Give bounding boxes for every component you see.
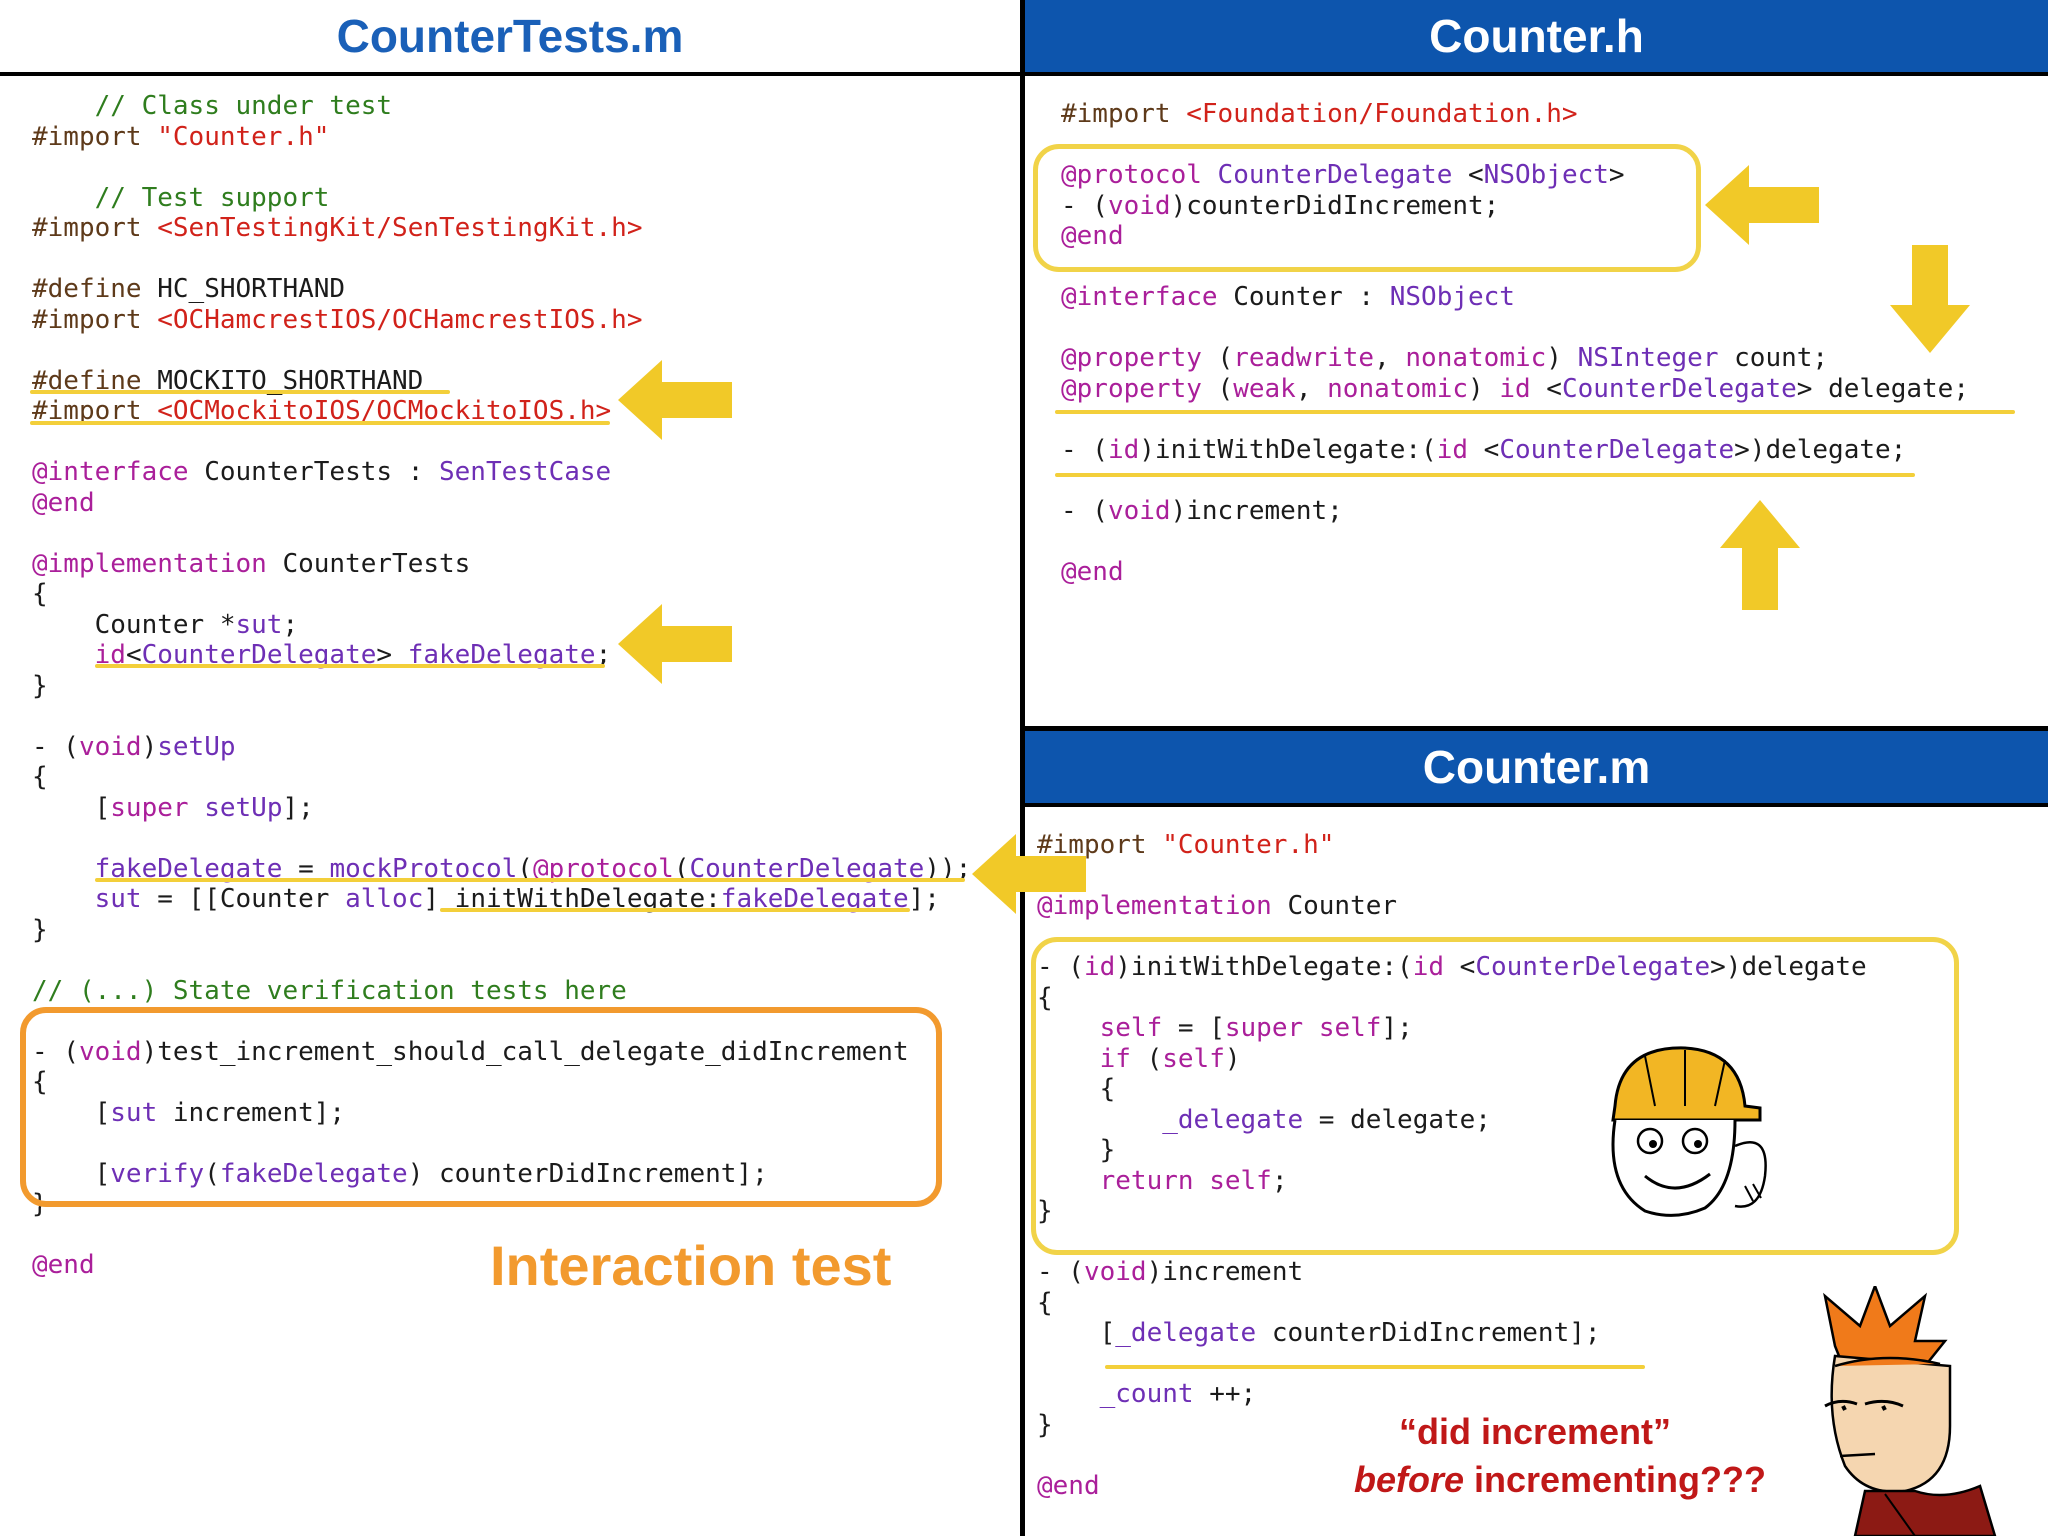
incrementing-word: incrementing??? bbox=[1464, 1459, 1767, 1500]
counter-h-code: #import <Foundation/Foundation.h> @proto… bbox=[1061, 99, 1969, 587]
code-line: #import <SenTestingKit/SenTestingKit.h> bbox=[32, 213, 643, 243]
code-line: @end bbox=[32, 1250, 95, 1280]
code-line: [sut increment]; bbox=[32, 1097, 346, 1128]
code-line: @property (weak, nonatomic) id <CounterD… bbox=[1061, 373, 1969, 404]
code-line bbox=[32, 244, 971, 275]
highlight-underline bbox=[1055, 410, 2015, 414]
code-line bbox=[32, 427, 971, 458]
code-line: } bbox=[1037, 1409, 1053, 1440]
code-line bbox=[32, 152, 971, 183]
highlight-underline bbox=[30, 390, 450, 394]
code-line: #define HC_SHORTHAND bbox=[32, 274, 346, 304]
code-line bbox=[1037, 861, 1867, 892]
code-line: { bbox=[32, 1067, 48, 1097]
code-line bbox=[1061, 465, 1969, 496]
counter-h-panel: Counter.h #import <Foundation/Foundation… bbox=[1025, 0, 2048, 726]
counter-h-title: Counter.h bbox=[1025, 0, 2048, 76]
arrow-down-icon bbox=[1890, 245, 1970, 353]
code-line: - (void)counterDidIncrement; bbox=[1061, 190, 1500, 221]
code-line bbox=[32, 701, 971, 732]
code-line: #import "Counter.h" bbox=[32, 121, 330, 152]
code-line bbox=[32, 335, 971, 366]
counter-m-title: Counter.m bbox=[1025, 731, 2048, 807]
code-line: } bbox=[32, 914, 48, 945]
code-line: { bbox=[1037, 1287, 1053, 1318]
counter-m-panel: Counter.m #import "Counter.h" @implement… bbox=[1025, 731, 2048, 1536]
code-line: { bbox=[1037, 1074, 1116, 1104]
code-line bbox=[1061, 313, 1969, 344]
init-highlight-box bbox=[1031, 937, 1959, 1255]
highlight-underline bbox=[95, 664, 605, 668]
code-line: @end bbox=[1061, 556, 1124, 587]
code-line: #import <Foundation/Foundation.h> bbox=[1061, 99, 1578, 129]
code-line: @implementation CounterTests bbox=[32, 548, 471, 579]
code-line: @interface CounterTests : SenTestCase bbox=[32, 457, 612, 487]
fry-squint-icon bbox=[1823, 1286, 1997, 1536]
code-line: #import "Counter.h" bbox=[1037, 830, 1335, 860]
code-line: #import <OCHamcrestIOS/OCHamcrestIOS.h> bbox=[32, 304, 643, 335]
code-line: @end bbox=[1037, 1470, 1100, 1501]
code-line: - (void)test_increment_should_call_deleg… bbox=[32, 1036, 909, 1067]
before-incrementing-caption: before incrementing??? bbox=[1325, 1459, 1795, 1501]
code-line: - (void)increment bbox=[1037, 1257, 1304, 1287]
code-line: [verify(fakeDelegate) counterDidIncremen… bbox=[32, 1158, 768, 1189]
highlight-underline bbox=[30, 421, 610, 425]
rage-face-helmet-icon bbox=[1611, 1046, 1767, 1217]
code-line bbox=[32, 823, 971, 854]
highlight-underline bbox=[95, 878, 965, 882]
code-line: - (id)initWithDelegate:(id <CounterDeleg… bbox=[1061, 434, 1907, 465]
code-line: @interface Counter : NSObject bbox=[1061, 282, 1515, 312]
did-increment-caption: “did increment” bbox=[1325, 1411, 1745, 1453]
interaction-test-box bbox=[20, 1007, 942, 1207]
code-line: } bbox=[32, 670, 48, 701]
code-line: // Class under test bbox=[94, 91, 393, 121]
code-line: { bbox=[32, 762, 48, 792]
highlight-underline bbox=[1055, 473, 1915, 477]
code-line: Counter *sut; bbox=[32, 609, 299, 640]
code-line: @property (readwrite, nonatomic) NSInteg… bbox=[1061, 343, 1829, 373]
code-line: } bbox=[1037, 1135, 1116, 1165]
arrow-left-icon bbox=[1705, 165, 1819, 245]
code-line: } bbox=[1037, 1196, 1053, 1226]
code-line bbox=[32, 518, 971, 549]
code-line: - (id)initWithDelegate:(id <CounterDeleg… bbox=[1037, 952, 1867, 982]
code-line: self = [super self]; bbox=[1099, 1013, 1413, 1043]
protocol-highlight-box bbox=[1033, 144, 1701, 272]
before-italic-word: before bbox=[1353, 1459, 1464, 1500]
code-line: @implementation Counter bbox=[1037, 891, 1398, 921]
vertical-divider bbox=[1020, 0, 1025, 1536]
code-line bbox=[32, 945, 971, 976]
highlight-underline bbox=[440, 908, 910, 912]
code-line: // (...) State verification tests here bbox=[32, 975, 627, 1006]
arrow-left-icon bbox=[618, 360, 732, 440]
horizontal-divider bbox=[1022, 726, 2048, 731]
code-line bbox=[1061, 526, 1969, 557]
interaction-test-caption: Interaction test bbox=[490, 1234, 892, 1297]
code-line: @end bbox=[32, 487, 95, 518]
code-line: @end bbox=[1061, 221, 1124, 251]
code-line: - (void)setUp bbox=[32, 731, 236, 762]
arrow-left-icon bbox=[972, 834, 1086, 914]
code-line bbox=[1037, 1349, 1867, 1380]
code-line: - (void)increment; bbox=[1061, 495, 1343, 526]
did-increment-quote: “did increment” bbox=[1398, 1411, 1672, 1452]
code-line: { bbox=[1037, 982, 1053, 1013]
code-line: @protocol CounterDelegate <NSObject> bbox=[1061, 160, 1625, 190]
code-line: [_delegate counterDidIncrement]; bbox=[1037, 1318, 1601, 1348]
countertests-panel: CounterTests.m // Class under test#impor… bbox=[0, 0, 1020, 1536]
code-line: if (self) bbox=[1099, 1043, 1241, 1074]
arrow-up-icon bbox=[1720, 500, 1800, 610]
arrow-left-icon bbox=[618, 604, 732, 684]
code-line: // Test support bbox=[94, 182, 330, 213]
counter-m-code: #import "Counter.h" @implementation Coun… bbox=[1037, 830, 1867, 1501]
code-line: _count ++; bbox=[1099, 1379, 1257, 1409]
code-line: return self; bbox=[1099, 1165, 1288, 1196]
countertests-title: CounterTests.m bbox=[0, 0, 1020, 76]
code-line: { bbox=[32, 579, 48, 609]
code-line bbox=[1061, 404, 1969, 435]
code-line: _delegate = delegate; bbox=[1162, 1104, 1491, 1135]
highlight-underline bbox=[1105, 1365, 1645, 1369]
code-line: [super setUp]; bbox=[32, 792, 314, 823]
